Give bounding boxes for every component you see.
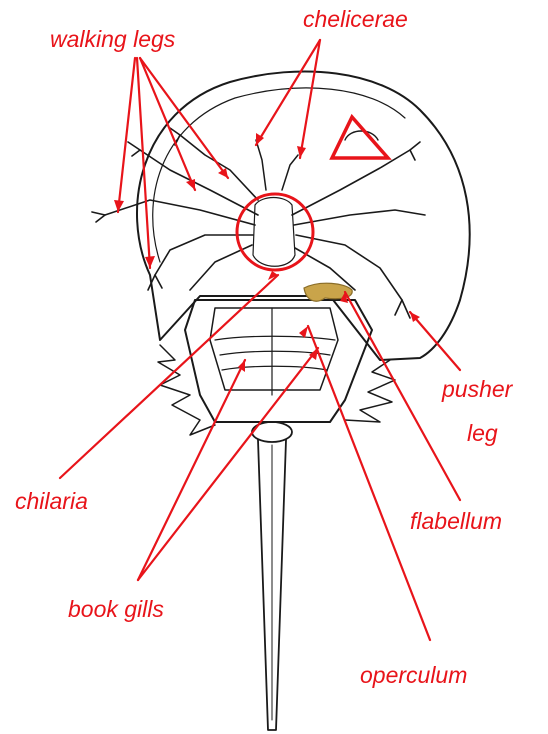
- label-operculum: operculum: [360, 664, 467, 687]
- label-flabellum: flabellum: [410, 510, 502, 533]
- label-chilaria: chilaria: [15, 490, 88, 513]
- chelicera-left: [256, 140, 266, 190]
- label-pusher-leg-line1: pusher: [442, 378, 512, 401]
- chelicera-right: [282, 155, 298, 190]
- label-book-gills: book gills: [68, 598, 164, 621]
- abdomen-spines-left: [158, 345, 215, 435]
- carapace-outline: [137, 71, 470, 360]
- eye-highlight-triangle: [332, 117, 388, 158]
- label-pusher-leg-line2: leg: [467, 422, 498, 445]
- mouth-area: [253, 198, 295, 267]
- label-chelicerae: chelicerae: [303, 8, 408, 31]
- mouth-highlight-circle: [237, 194, 313, 270]
- label-walking-legs: walking legs: [50, 28, 175, 51]
- legs-left: [92, 128, 258, 290]
